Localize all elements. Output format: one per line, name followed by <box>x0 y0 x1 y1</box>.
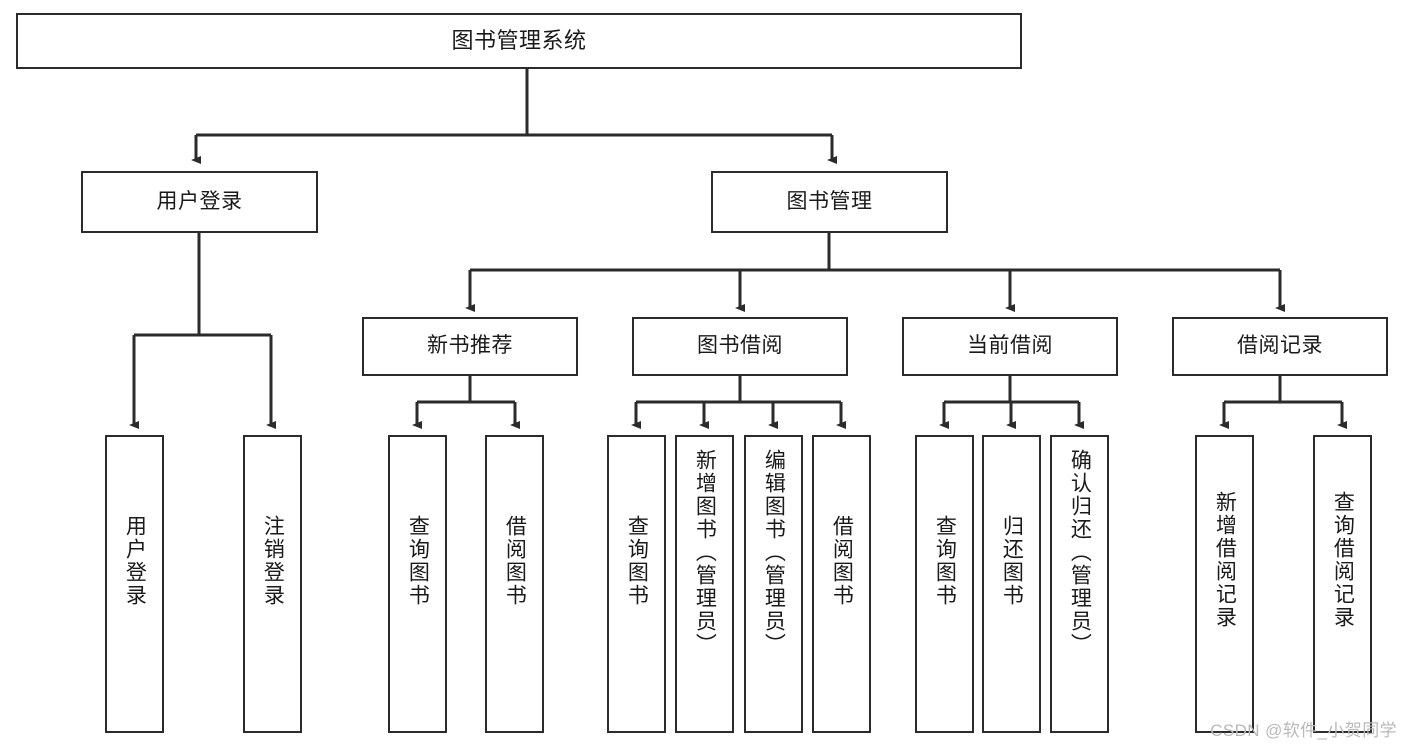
node-label: 图书借阅 <box>697 334 783 358</box>
node-new-book-recommend[interactable]: 新书推荐 <box>362 317 578 376</box>
watermark: CSDN @软件_小贺同学 <box>1210 721 1397 740</box>
leaf-borrow-add-book-admin[interactable]: 新增图书（管理员） <box>675 435 734 733</box>
leaf-user-login-logout[interactable]: 注销登录 <box>243 435 302 733</box>
leaf-current-confirm-return-admin[interactable]: 确认归还（管理员） <box>1050 435 1109 733</box>
node-label: 查询图书 <box>625 515 649 607</box>
node-root-system[interactable]: 图书管理系统 <box>16 13 1022 69</box>
node-label: 查询图书 <box>406 515 430 607</box>
node-label: 当前借阅 <box>967 334 1053 358</box>
node-label: 用户登录 <box>156 189 243 213</box>
node-current-borrow[interactable]: 当前借阅 <box>902 317 1118 376</box>
node-label: 图书管理 <box>786 189 873 213</box>
node-label: 编辑图书（管理员） <box>762 449 786 656</box>
leaf-borrow-query-book[interactable]: 查询图书 <box>607 435 666 733</box>
leaf-record-query-record[interactable]: 查询借阅记录 <box>1313 435 1372 733</box>
node-label: 确认归还（管理员） <box>1068 449 1092 656</box>
leaf-current-query-book[interactable]: 查询图书 <box>915 435 974 733</box>
node-label: 借阅图书 <box>503 515 527 607</box>
node-book-management[interactable]: 图书管理 <box>711 171 948 233</box>
node-label: 注销登录 <box>261 515 285 607</box>
leaf-current-return-book[interactable]: 归还图书 <box>982 435 1041 733</box>
node-label: 用户登录 <box>123 515 147 607</box>
node-label: 查询借阅记录 <box>1331 491 1355 629</box>
leaf-borrow-edit-book-admin[interactable]: 编辑图书（管理员） <box>744 435 803 733</box>
leaf-recommend-borrow-book[interactable]: 借阅图书 <box>485 435 544 733</box>
leaf-user-login-login[interactable]: 用户登录 <box>105 435 164 733</box>
node-label: 借阅记录 <box>1237 334 1323 358</box>
node-label: 归还图书 <box>1000 515 1024 607</box>
node-label: 图书管理系统 <box>451 28 587 54</box>
node-label: 新书推荐 <box>427 334 513 358</box>
leaf-record-add-record[interactable]: 新增借阅记录 <box>1195 435 1254 733</box>
leaf-recommend-query-book[interactable]: 查询图书 <box>388 435 447 733</box>
node-user-login[interactable]: 用户登录 <box>81 171 318 233</box>
node-label: 新增图书（管理员） <box>693 449 717 656</box>
leaf-borrow-borrow-book[interactable]: 借阅图书 <box>812 435 871 733</box>
node-label: 借阅图书 <box>830 515 854 607</box>
node-label: 查询图书 <box>933 515 957 607</box>
node-book-borrow[interactable]: 图书借阅 <box>632 317 848 376</box>
node-borrow-record[interactable]: 借阅记录 <box>1172 317 1388 376</box>
node-label: 新增借阅记录 <box>1213 491 1237 629</box>
